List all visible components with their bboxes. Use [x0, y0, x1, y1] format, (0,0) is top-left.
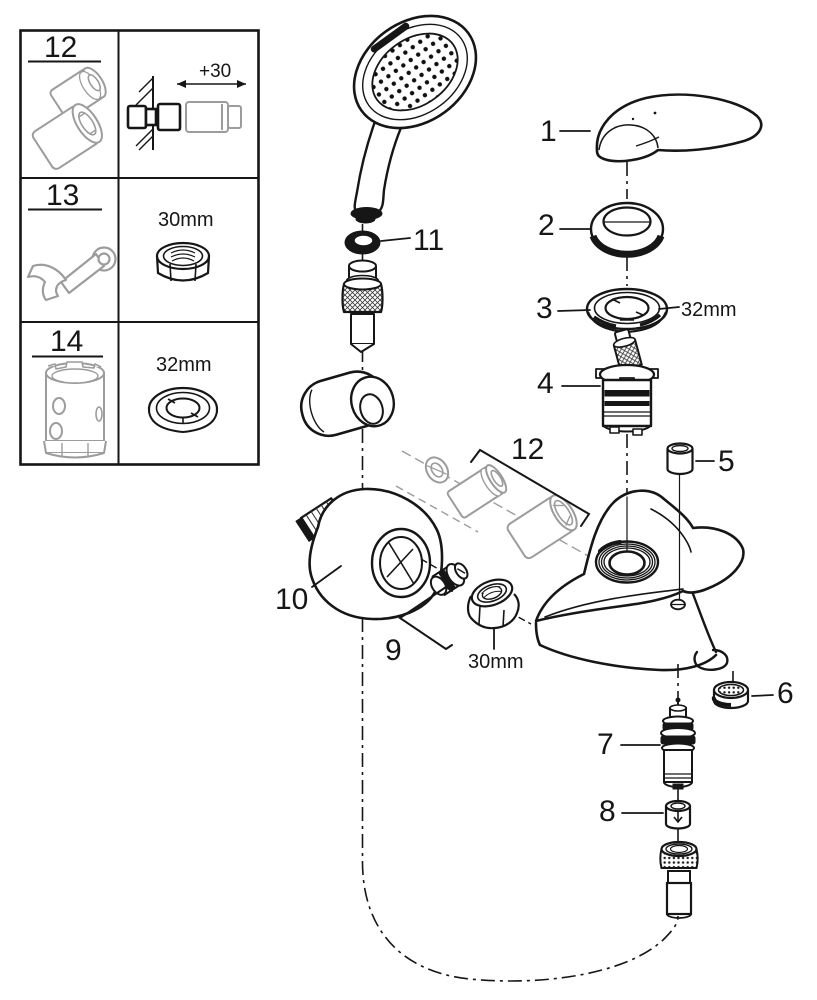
hose-connector-top: [341, 259, 384, 353]
union-nut-30mm: [466, 578, 520, 630]
extension-piece: [446, 464, 508, 519]
callout-12: 12: [511, 433, 545, 466]
extension-gasket: [424, 456, 450, 484]
o-ring-11: [344, 230, 381, 255]
callout-9-size: 30mm: [468, 651, 524, 673]
lever-handle-1: [595, 93, 763, 163]
legend-ref-12: 12: [44, 31, 78, 64]
bracket-9: [398, 586, 453, 650]
cap-ring-2: [589, 201, 665, 258]
legend-nut-30-icon: [155, 241, 211, 282]
plug-5: [666, 442, 694, 476]
callout-3-size: 32mm: [681, 299, 737, 321]
shower-holder: [299, 370, 396, 438]
cartridge-4: [595, 328, 659, 436]
hand-shower: [350, 14, 478, 224]
callout-5: 5: [718, 445, 735, 478]
callout-11: 11: [413, 224, 445, 257]
leader-lines: [311, 130, 774, 814]
callout-9: 9: [385, 634, 402, 667]
check-valve-8: [664, 799, 692, 830]
mixer-body: [534, 473, 745, 672]
hose-connector-bottom: [659, 840, 699, 919]
ring-nut-3: [585, 287, 669, 334]
logo-band: [370, 22, 410, 53]
legend-table: [19, 29, 260, 466]
bracket-12: [470, 448, 591, 527]
legend-ref-13: 13: [46, 179, 80, 212]
legend-socket-tool-icon: [43, 361, 107, 459]
legend-wrench-icon: [26, 246, 117, 302]
legend-plus30-label: +30: [199, 61, 232, 82]
callout-10: 10: [275, 583, 309, 616]
filter-gasket: [429, 562, 469, 596]
aerator-6: [711, 680, 750, 710]
callout-8: 8: [599, 795, 616, 828]
callout-1: 1: [540, 115, 557, 148]
dimension-arrows: [177, 80, 246, 88]
legend-30mm-label: 30mm: [158, 209, 214, 231]
legend-wall-mount-icon: [126, 76, 246, 151]
diverter-7: [660, 697, 696, 790]
body-screw-hole: [670, 598, 686, 611]
callout-2: 2: [538, 209, 555, 242]
s-union-10: [295, 487, 444, 621]
callout-3: 3: [536, 292, 553, 325]
legend-32mm-label: 32mm: [156, 354, 212, 376]
legend-ring-nut-32-icon: [147, 386, 219, 433]
legend-ref-14: 14: [50, 325, 84, 358]
extension-sleeve: [506, 494, 578, 560]
extension-set-group-12: [395, 450, 591, 560]
legend-extensions-icon: [31, 66, 107, 170]
callout-4: 4: [537, 367, 554, 400]
callout-7: 7: [597, 728, 614, 761]
union-nut-set-9: [420, 558, 532, 630]
callout-6: 6: [777, 677, 794, 710]
